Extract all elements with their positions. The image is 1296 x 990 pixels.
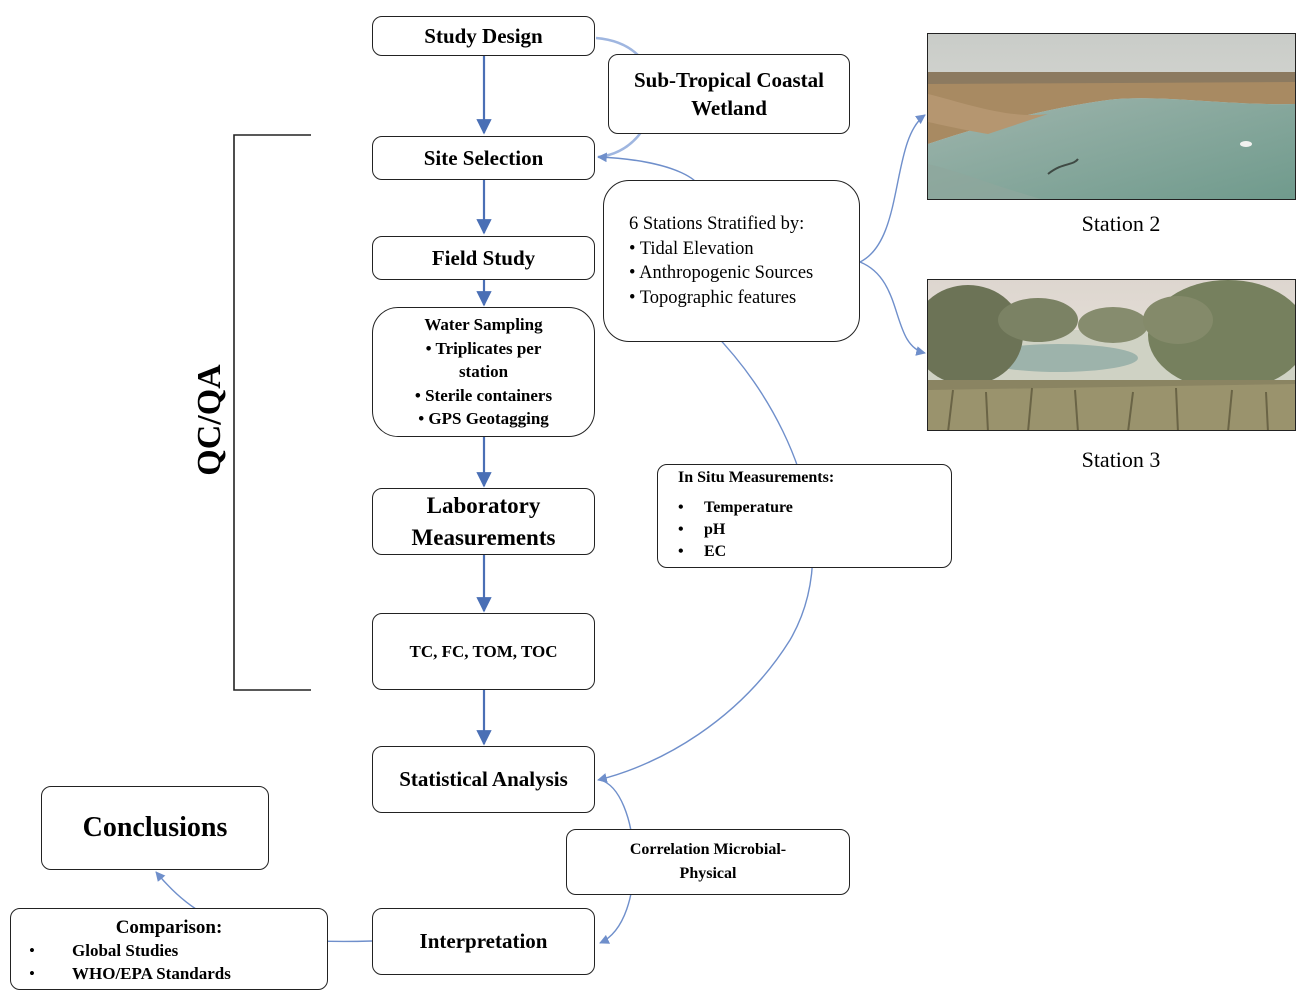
qcqa-label: QC/QA <box>191 364 228 476</box>
comparison-item: •Global Studies <box>29 941 179 960</box>
correlation-line-2: Physical <box>679 865 737 882</box>
water-sampling-item: • Sterile containers <box>414 385 553 405</box>
comparison-box: Comparison: •Global Studies •WHO/EPA Sta… <box>10 908 328 990</box>
correlation-line-1: Correlation Microbial- <box>629 841 787 858</box>
station-2-caption: Station 2 <box>1081 211 1161 236</box>
lab-line-2: Measurements <box>411 524 556 550</box>
interpretation-box: Interpretation <box>372 908 595 975</box>
stations-item: • Anthropogenic Sources <box>629 263 814 283</box>
qcqa-bracket <box>233 134 311 691</box>
stations-box: 6 Stations Stratified by: • Tidal Elevat… <box>603 180 860 342</box>
field-study-box: Field Study <box>372 236 595 280</box>
wetland-line-1: Sub-Tropical Coastal <box>633 68 824 92</box>
in-situ-box: In Situ Measurements: •Temperature •pH •… <box>657 464 952 568</box>
wetland-line-2: Wetland <box>691 96 767 120</box>
water-sampling-item: • GPS Geotagging <box>418 409 549 429</box>
statistical-analysis-box: Statistical Analysis <box>372 746 595 813</box>
comparison-item: •WHO/EPA Standards <box>29 964 231 983</box>
in-situ-item: •pH <box>678 521 726 538</box>
in-situ-item: •Temperature <box>678 499 793 516</box>
statistical-analysis-label: Statistical Analysis <box>399 767 568 791</box>
arrow-to-station3 <box>859 261 926 356</box>
comparison-title: Comparison: <box>115 917 223 938</box>
lab-line-1: Laboratory <box>426 492 541 518</box>
in-situ-item: •EC <box>678 543 727 560</box>
water-sampling-title: Water Sampling <box>424 315 543 335</box>
water-sampling-item: station <box>458 362 509 382</box>
stations-item: • Tidal Elevation <box>629 238 754 259</box>
parameters-box: TC, FC, TOM, TOC <box>372 613 595 690</box>
arrow-to-station2 <box>859 114 926 263</box>
stations-item: • Topographic features <box>629 287 797 308</box>
lab-measurements-box: Laboratory Measurements <box>372 488 595 555</box>
water-sampling-item: • Triplicates per <box>425 338 542 358</box>
conclusions-label: Conclusions <box>82 812 228 843</box>
wetland-box: Sub-Tropical Coastal Wetland <box>608 54 850 134</box>
station-2-scene <box>928 34 1295 199</box>
conclusions-box: Conclusions <box>41 786 269 870</box>
field-study-label: Field Study <box>431 245 536 270</box>
water-sampling-box: Water Sampling • Triplicates per station… <box>372 307 595 437</box>
station-3-scene <box>928 280 1295 430</box>
study-design-box: Study Design <box>372 16 595 56</box>
site-selection-box: Site Selection <box>372 136 595 180</box>
interpretation-label: Interpretation <box>419 929 548 953</box>
station-3-caption: Station 3 <box>1081 447 1161 472</box>
study-design-label: Study Design <box>424 23 543 48</box>
stations-title: 6 Stations Stratified by: <box>629 214 805 234</box>
parameters-label: TC, FC, TOM, TOC <box>409 641 558 661</box>
site-selection-label: Site Selection <box>423 145 544 170</box>
station-3-photo <box>927 279 1296 431</box>
in-situ-title: In Situ Measurements: <box>678 469 835 486</box>
station-2-photo <box>927 33 1296 200</box>
correlation-box: Correlation Microbial- Physical <box>566 829 850 895</box>
